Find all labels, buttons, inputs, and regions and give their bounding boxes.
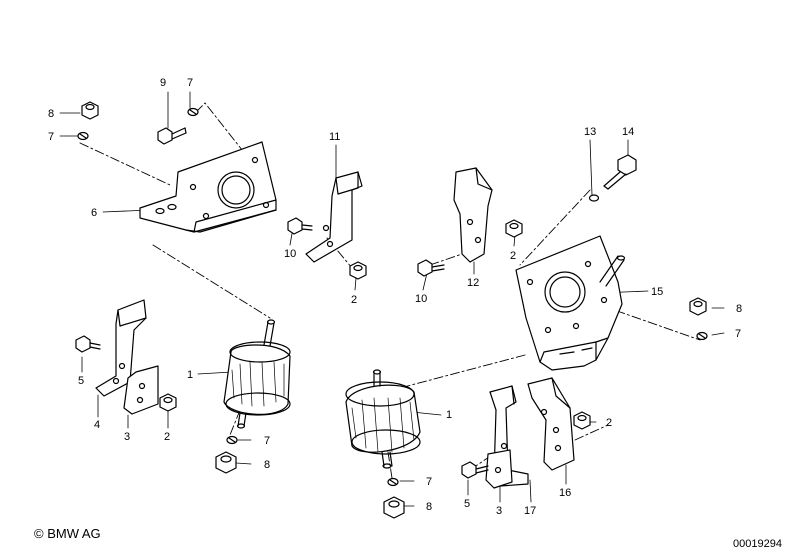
callout-11: 11 — [329, 131, 340, 143]
callout-2-right-upper: 2 — [510, 250, 516, 262]
diagram-id-label: 00019294 — [733, 538, 782, 550]
rubber-mount-part-1 — [345, 369, 421, 469]
spring-washer-part-7 — [187, 107, 199, 117]
callout-7-top-left: 7 — [48, 131, 54, 143]
callout-9: 9 — [160, 77, 166, 89]
bracket-part-6 — [139, 141, 277, 233]
callout-13: 13 — [584, 126, 596, 138]
hex-bolt-part-5 — [461, 461, 489, 479]
bracket-part-12 — [453, 167, 493, 263]
spring-washer-part-7 — [387, 477, 399, 487]
spring-washer-part-7 — [226, 435, 238, 445]
bracket-part-15 — [515, 235, 626, 371]
hex-nut-part-2 — [573, 411, 591, 430]
hex-bolt-part-14 — [603, 154, 637, 190]
callout-5-right: 5 — [464, 498, 470, 510]
callout-1-left: 1 — [187, 369, 193, 381]
callout-5-left: 5 — [78, 375, 84, 387]
rubber-mount-part-1 — [223, 319, 291, 429]
hex-nut-part-2 — [349, 261, 367, 280]
callout-labels: 1 1 2 2 2 2 2 3 3 4 5 5 6 7 7 7 7 7 8 8 … — [48, 77, 742, 517]
callout-8-right: 8 — [736, 303, 742, 315]
bracket-part-16 — [527, 377, 575, 471]
hex-nut-part-8 — [383, 496, 405, 519]
callout-7-top: 7 — [187, 77, 193, 89]
callout-6: 6 — [91, 207, 97, 219]
bracket-part-4 — [95, 299, 147, 397]
callout-16: 16 — [559, 487, 571, 499]
hex-bolt-part-5 — [75, 335, 101, 353]
spring-washer-part-7 — [77, 131, 89, 141]
spring-washer-part-7 — [696, 331, 708, 341]
callout-1-right: 1 — [446, 409, 452, 421]
callout-8-lower-left: 8 — [264, 459, 270, 471]
callout-3-left: 3 — [124, 431, 130, 443]
hex-nut-part-8 — [81, 101, 99, 120]
callout-10-lower: 10 — [415, 293, 427, 305]
callout-7-lower-left: 7 — [264, 435, 270, 447]
callout-8-top-left: 8 — [48, 108, 54, 120]
callout-2-lower-right: 2 — [606, 417, 612, 429]
leader-lines — [59, 91, 725, 507]
callout-10-upper: 10 — [284, 248, 296, 260]
bracket-part-3 — [123, 365, 159, 415]
callout-2-lower-left: 2 — [164, 431, 170, 443]
callout-8-lower-right: 8 — [426, 501, 432, 513]
hex-nut-part-2 — [159, 393, 177, 412]
callout-7-lower-right: 7 — [426, 476, 432, 488]
hex-bolt-part-10 — [417, 259, 445, 277]
hex-nut-part-8 — [689, 297, 707, 316]
bracket-part-3 — [485, 449, 513, 489]
hex-nut-part-2 — [505, 219, 523, 238]
callout-15: 15 — [651, 286, 663, 298]
hex-bolt-part-9 — [157, 127, 187, 145]
spring-washer-part-13 — [588, 194, 600, 202]
callout-3-right: 3 — [496, 505, 502, 517]
callout-7-right: 7 — [735, 328, 741, 340]
callout-12: 12 — [467, 277, 479, 289]
hex-bolt-part-10 — [287, 217, 313, 235]
bracket-part-11 — [305, 171, 363, 263]
callout-4: 4 — [94, 419, 100, 431]
callout-2-mid-upper: 2 — [351, 294, 357, 306]
callout-17: 17 — [524, 505, 536, 517]
hex-nut-part-8 — [215, 451, 237, 474]
callout-14: 14 — [622, 126, 634, 138]
copyright-label: © BMW AG — [34, 526, 101, 541]
